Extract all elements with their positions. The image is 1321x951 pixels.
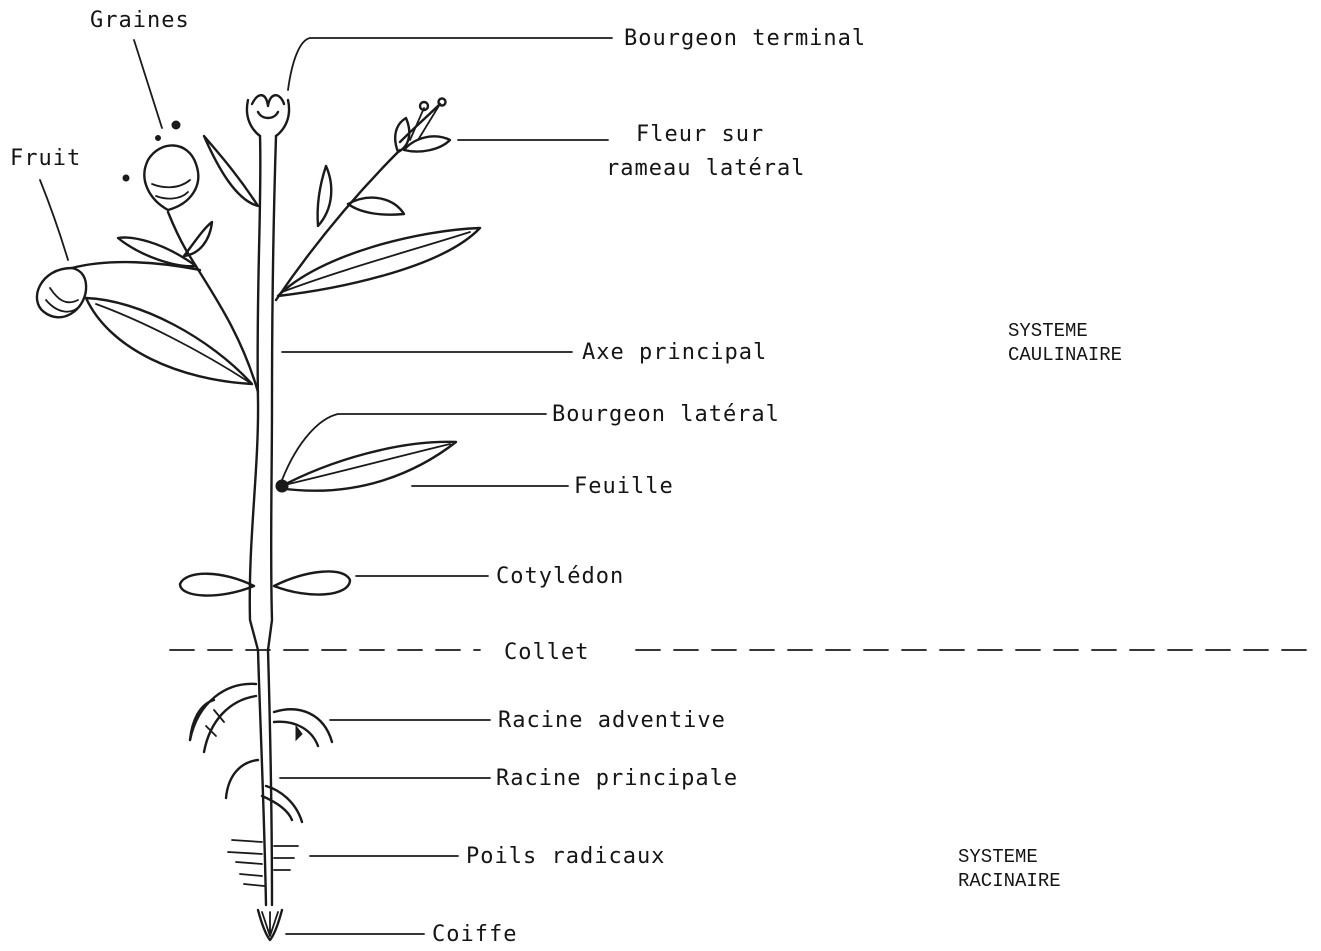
cotyledons <box>180 571 350 595</box>
label-cotyledon: Cotylédon <box>496 566 624 588</box>
system-caulinaire-line1: SYSTEME <box>1008 320 1122 344</box>
system-racinaire-line1: SYSTEME <box>958 846 1061 870</box>
label-racine-adventive: Racine adventive <box>498 710 726 732</box>
system-racinaire: SYSTEME RACINAIRE <box>958 846 1061 894</box>
label-collet: Collet <box>504 642 589 664</box>
label-fleur-line2: rameau latéral <box>606 158 805 180</box>
label-bourgeon-lateral: Bourgeon latéral <box>552 404 780 426</box>
right-branch <box>276 99 480 301</box>
system-racinaire-line2: RACINAIRE <box>958 870 1061 894</box>
label-graines: Graines <box>90 10 190 32</box>
label-feuille: Feuille <box>574 476 674 498</box>
label-bourgeon-terminal: Bourgeon terminal <box>624 28 866 50</box>
leader-lines <box>40 38 612 934</box>
system-caulinaire-line2: CAULINAIRE <box>1008 344 1122 368</box>
system-caulinaire: SYSTEME CAULINAIRE <box>1008 320 1122 368</box>
label-fleur-line1: Fleur sur <box>636 124 764 146</box>
lateral-leaf <box>276 442 456 492</box>
label-poils-radicaux: Poils radicaux <box>466 846 665 868</box>
label-racine-principale: Racine principale <box>496 768 738 790</box>
main-stem <box>247 95 289 940</box>
label-fruit: Fruit <box>10 148 81 170</box>
label-coiffe: Coiffe <box>432 924 517 946</box>
label-axe-principal: Axe principal <box>582 342 767 364</box>
